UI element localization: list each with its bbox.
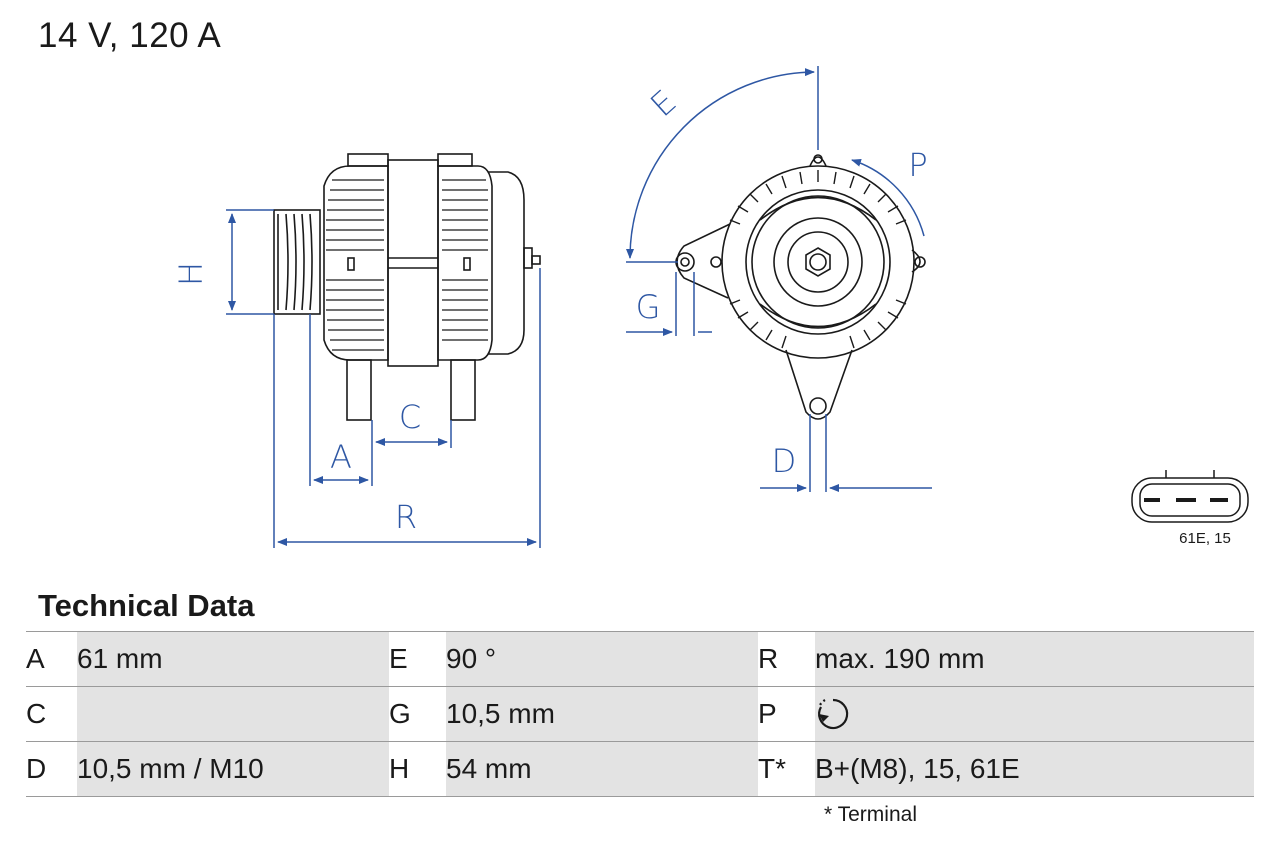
dim-label-g: G <box>636 288 661 326</box>
pulley <box>273 209 321 315</box>
page-title: 14 V, 120 A <box>38 16 222 55</box>
param-value: 61 mm <box>77 631 389 687</box>
connector-plug-icon <box>1131 470 1249 523</box>
param-key: R <box>758 631 815 687</box>
param-key: T* <box>758 741 815 797</box>
dim-label-d: D <box>772 442 797 480</box>
param-key: A <box>26 631 77 687</box>
connector-label: 61E, 15 <box>1179 530 1231 547</box>
param-key: E <box>389 631 446 687</box>
param-value: B+(M8), 15, 61E <box>815 741 1254 797</box>
param-value: 10,5 mm <box>446 686 758 742</box>
dim-label-p: P <box>908 146 927 184</box>
param-key: C <box>26 686 77 742</box>
param-value-rotation <box>815 686 1254 742</box>
technical-drawing: H A C R <box>172 66 1249 548</box>
dim-label-r: R <box>395 498 417 536</box>
rear-fins <box>442 179 488 341</box>
param-value <box>77 686 389 742</box>
side-dimensions <box>226 209 541 548</box>
front-fins <box>326 179 384 351</box>
param-key: P <box>758 686 815 742</box>
dim-label-a: A <box>330 438 352 476</box>
dim-label-c: C <box>399 398 421 436</box>
param-value: 54 mm <box>446 741 758 797</box>
table-row: C G 10,5 mm P <box>26 686 1254 742</box>
alternator-side-view <box>273 153 541 421</box>
table-row: A 61 mm E 90 ° R max. 190 mm <box>26 631 1254 687</box>
param-value: 90 ° <box>446 631 758 687</box>
technical-data-table: A 61 mm E 90 ° R max. 190 mm C G 10,5 mm… <box>26 631 1254 797</box>
param-value: max. 190 mm <box>815 631 1254 687</box>
param-key: D <box>26 741 77 797</box>
front-dimensions <box>626 66 932 492</box>
dim-label-h: H <box>172 262 210 286</box>
param-value: 10,5 mm / M10 <box>77 741 389 797</box>
param-key: H <box>389 741 446 797</box>
table-row: D 10,5 mm / M10 H 54 mm T* B+(M8), 15, 6… <box>26 741 1254 797</box>
alternator-front-view <box>675 154 926 420</box>
dim-label-e: E <box>643 82 683 124</box>
param-key: G <box>389 686 446 742</box>
section-title: Technical Data <box>38 588 255 623</box>
footnote: * Terminal <box>824 803 917 826</box>
clockwise-rotation-icon <box>818 698 849 730</box>
